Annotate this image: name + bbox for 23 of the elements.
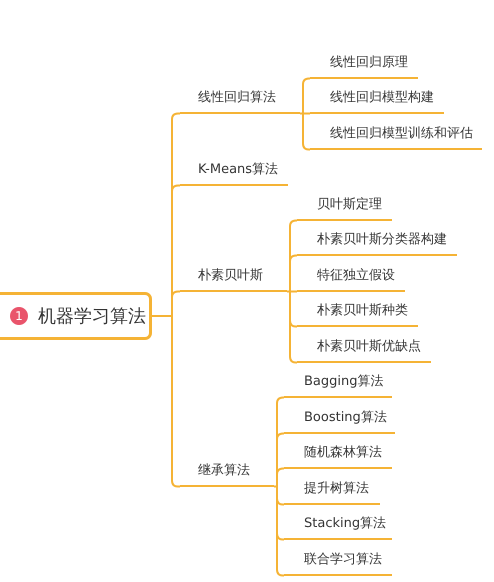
number-badge: 1 xyxy=(10,307,28,325)
branch-topic: 随机森林算法 xyxy=(284,444,392,469)
branch-topic: 线性回归原理 xyxy=(310,54,418,79)
branch-topic: Bagging算法 xyxy=(284,373,392,398)
branch-topic: 朴素贝叶斯 xyxy=(180,267,287,292)
branch-topic: 联合学习算法 xyxy=(284,551,392,576)
branch-topic: 线性回归模型训练和评估 xyxy=(310,125,482,150)
branch-topic: 线性回归算法 xyxy=(180,89,300,114)
connector-line xyxy=(274,468,284,488)
connector-line xyxy=(287,254,298,292)
branch-topic: Boosting算法 xyxy=(284,409,395,434)
root-title: 机器学习算法 xyxy=(38,305,146,328)
branch-topic: 继承算法 xyxy=(180,462,274,487)
branch-topic: 朴素贝叶斯分类器构建 xyxy=(297,231,457,256)
root-topic-box xyxy=(0,292,152,340)
branch-topic: 贝叶斯定理 xyxy=(297,196,392,221)
branch-topic: 线性回归模型构建 xyxy=(310,89,444,114)
branch-topic: 朴素贝叶斯优缺点 xyxy=(297,338,431,363)
branch-topic: K-Means算法 xyxy=(180,161,288,186)
branch-topic: 提升树算法 xyxy=(284,480,380,505)
branch-topic: 朴素贝叶斯种类 xyxy=(297,302,418,327)
branch-topic: 特征独立假设 xyxy=(297,267,405,292)
branch-topic: Stacking算法 xyxy=(284,515,392,540)
